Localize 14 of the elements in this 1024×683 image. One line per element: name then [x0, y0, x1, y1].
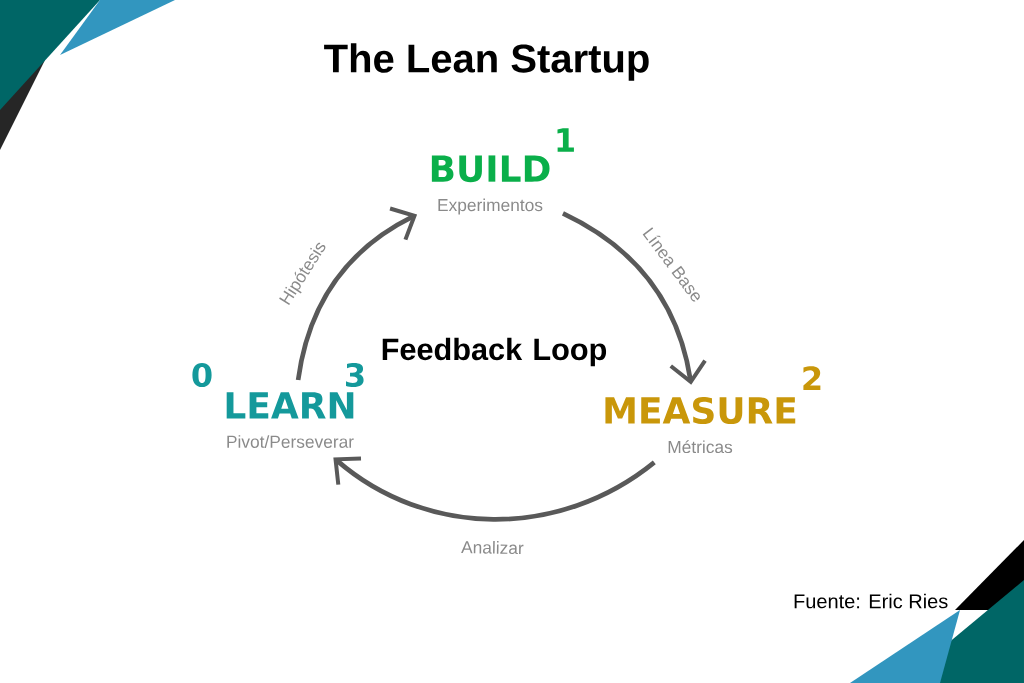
step-label: MEASURE Métricas	[605, 396, 796, 454]
step-number: 2	[803, 366, 821, 390]
source-note: Fuente: Eric Ries	[794, 593, 948, 609]
step-label: BUILD Experimentos	[431, 155, 550, 215]
title: The Lean Startup	[324, 43, 649, 81]
step-number: 0	[192, 362, 212, 388]
step-number: 3	[346, 362, 364, 388]
edge-label: Analizar	[461, 541, 524, 555]
arrow	[333, 456, 656, 522]
step-label: LEARN Pivot/Perseverar	[226, 392, 354, 448]
center-label: Feedback Loop	[382, 337, 607, 367]
step-number: 1	[557, 128, 574, 152]
arrow	[295, 206, 418, 381]
arrow	[561, 211, 707, 385]
